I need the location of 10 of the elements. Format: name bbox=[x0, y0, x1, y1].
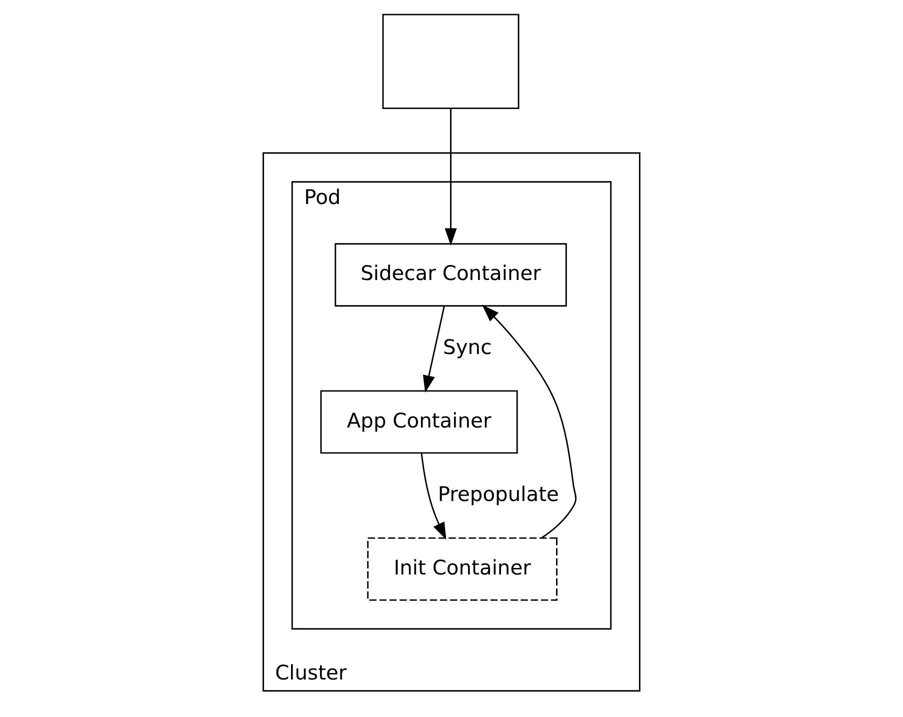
arrow bbox=[444, 108, 457, 246]
node-box: App Container bbox=[320, 390, 518, 454]
node-box: Sidecar Container bbox=[334, 243, 567, 307]
edge-label: Prepopulate bbox=[438, 482, 559, 506]
edge-label: Sync bbox=[443, 334, 492, 359]
arrow bbox=[482, 304, 577, 538]
arrow bbox=[422, 306, 445, 393]
node-box bbox=[382, 14, 520, 110]
arrow bbox=[420, 452, 446, 540]
node-box: Init Container bbox=[367, 537, 558, 601]
